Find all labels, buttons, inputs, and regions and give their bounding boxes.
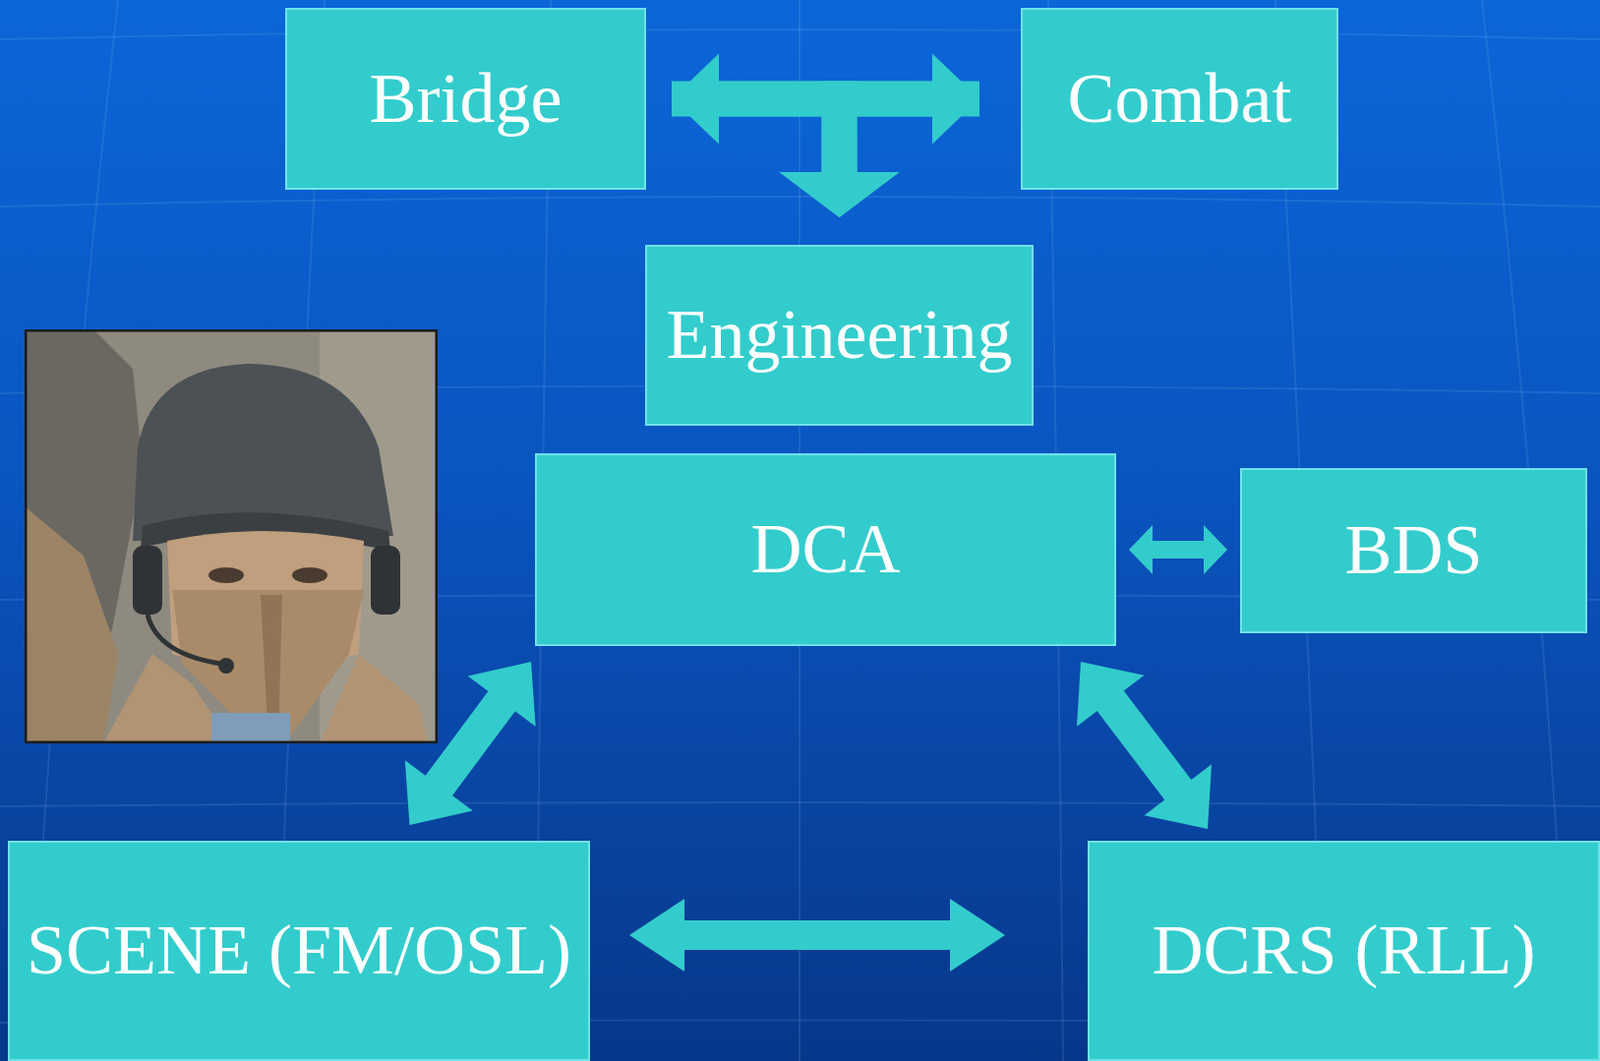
- arrow-head: [405, 760, 474, 826]
- process-box: BDS: [1240, 468, 1588, 634]
- block-arrow: [629, 898, 1006, 972]
- arrow-shaft: [682, 920, 952, 950]
- box-label: Combat: [1067, 59, 1293, 138]
- crew-photo: [24, 329, 438, 744]
- arrow-head: [1203, 525, 1228, 575]
- block-arrow: [1128, 525, 1228, 575]
- arrow-shaft: [671, 99, 840, 176]
- process-box: DCRS (RLL): [1087, 840, 1600, 1061]
- block-arrow: [671, 99, 900, 219]
- process-box: DCA: [534, 453, 1117, 647]
- arrow-head: [779, 172, 900, 218]
- box-label: Engineering: [666, 296, 1013, 374]
- arrow-head: [629, 898, 685, 972]
- arrow-head: [1076, 661, 1145, 727]
- arrow-shaft: [1109, 699, 1180, 792]
- box-label: Bridge: [369, 59, 563, 138]
- arrow-head: [468, 661, 536, 727]
- process-box: Bridge: [285, 7, 647, 190]
- box-label: SCENE (FM/OSL): [26, 911, 572, 990]
- box-label: DCA: [750, 510, 900, 589]
- arrow-head: [949, 898, 1006, 972]
- process-box: SCENE (FM/OSL): [7, 840, 591, 1061]
- process-box: Engineering: [645, 244, 1034, 426]
- box-label: BDS: [1344, 511, 1482, 590]
- block-arrow: [779, 99, 981, 219]
- arrow-shaft: [839, 99, 981, 176]
- arrow-shaft: [437, 700, 503, 788]
- arrow-head: [1144, 764, 1213, 830]
- arrow-shaft: [1150, 540, 1206, 559]
- block-arrow: [1076, 661, 1212, 830]
- arrow-head: [1128, 525, 1153, 575]
- arrow-head: [779, 172, 900, 218]
- box-label: DCRS (RLL): [1151, 911, 1536, 990]
- process-box: Combat: [1020, 7, 1339, 190]
- block-arrow: [405, 661, 536, 826]
